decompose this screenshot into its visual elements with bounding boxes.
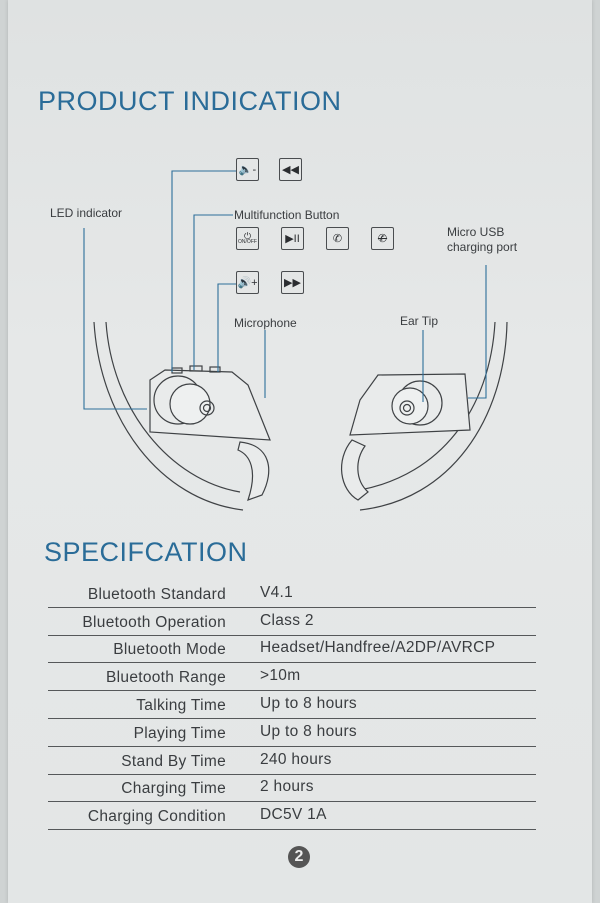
spec-row: Talking Time Up to 8 hours [48, 691, 536, 719]
micro-usb-label-line2: charging port [447, 240, 518, 254]
spec-label: Charging Time [121, 780, 226, 798]
led-indicator-label: LED indicator [50, 206, 123, 220]
spec-value: Class 2 [260, 611, 314, 629]
power-icon: ⏻ [243, 230, 252, 241]
spec-value: DC5V 1A [260, 806, 327, 824]
earphone-diagram [83, 170, 508, 511]
spec-value: Up to 8 hours [260, 722, 357, 740]
spec-row: Bluetooth Range >10m [48, 663, 536, 692]
spec-row: Bluetooth Standard V4.1 [48, 580, 536, 608]
spec-row: Stand By Time 240 hours [48, 747, 536, 775]
spec-label: Bluetooth Mode [113, 641, 226, 659]
rewind-icon: ◀◀ [279, 158, 302, 181]
leader-lines [83, 170, 487, 410]
multifunction-button-label: Multifunction Button [234, 208, 340, 222]
microphone-label: Microphone [234, 316, 297, 330]
spec-row: Bluetooth Operation Class 2 [48, 608, 536, 636]
spec-value: Headset/Handfree/A2DP/AVRCP [260, 639, 496, 657]
spec-row: Playing Time Up to 8 hours [48, 719, 536, 747]
spec-label: Playing Time [133, 724, 226, 742]
volume-down-icon: 🔈- [236, 158, 259, 181]
page-number: 2 [288, 846, 310, 868]
fast-forward-icon: ▶▶ [281, 271, 304, 294]
play-pause-icon: ▶II [281, 227, 304, 250]
spec-value: 240 hours [260, 750, 332, 768]
specification-heading: SPECIFCATION [44, 537, 248, 567]
spec-label: Bluetooth Operation [82, 613, 226, 631]
ear-tip-label: Ear Tip [400, 314, 439, 328]
product-indication-heading: PRODUCT INDICATION [38, 86, 342, 116]
micro-usb-label-line1: Micro USB [447, 225, 505, 239]
spec-label: Stand By Time [121, 752, 226, 770]
spec-row: Charging Condition DC5V 1A [48, 802, 536, 831]
specification-table: Bluetooth Standard V4.1 Bluetooth Operati… [48, 580, 536, 831]
spec-label: Charging Condition [87, 808, 226, 826]
on-off-text: ON/OFF [238, 238, 257, 245]
earphone-drawing [93, 321, 508, 511]
volume-up-icon: 🔊+ [236, 271, 259, 294]
spec-value: 2 hours [260, 778, 314, 796]
spec-value: Up to 8 hours [260, 694, 357, 712]
end-call-icon: ✆ [371, 227, 394, 250]
spec-label: Bluetooth Standard [87, 585, 226, 603]
answer-call-icon: ✆ [326, 227, 349, 250]
spec-row: Charging Time 2 hours [48, 775, 536, 803]
left-earhook-outer [93, 321, 244, 511]
manual-page [8, 0, 592, 903]
spec-value: V4.1 [260, 583, 294, 601]
power-on-off-icon: ⏻ON/OFF [236, 227, 259, 250]
spec-row: Bluetooth Mode Headset/Handfree/A2DP/AVRC… [48, 636, 536, 664]
spec-label: Bluetooth Range [106, 669, 226, 687]
spec-value: >10m [260, 667, 301, 685]
spec-label: Talking Time [136, 696, 226, 714]
right-earhook-outer [359, 321, 508, 511]
